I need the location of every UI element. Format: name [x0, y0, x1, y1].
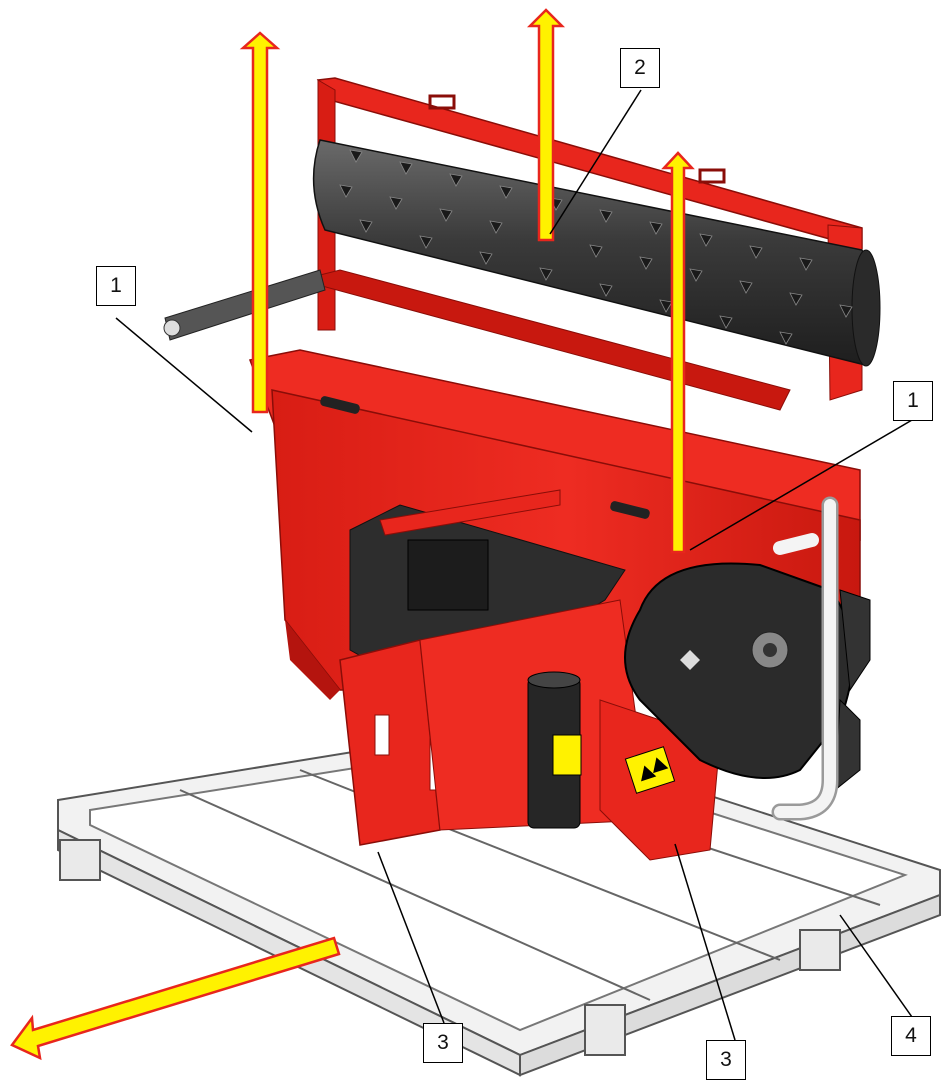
gearbox-cover [624, 562, 871, 792]
pull-arrow-icon [10, 936, 341, 1061]
callout-3-left: 3 [423, 1023, 463, 1063]
callout-2: 2 [620, 48, 660, 88]
callout-4: 4 [891, 1016, 931, 1056]
hydraulic-pipe [771, 496, 839, 821]
lift-arrow-icon [239, 8, 695, 554]
leader-lines [115, 89, 913, 1041]
side-arm [163, 269, 326, 341]
callout-1-right: 1 [893, 381, 933, 421]
spiked-roller [312, 139, 881, 367]
cylinder-canister [527, 671, 582, 829]
callout-1-left: 1 [96, 266, 136, 306]
callout-3-right: 3 [706, 1040, 746, 1080]
warning-decal-icon [624, 746, 676, 794]
